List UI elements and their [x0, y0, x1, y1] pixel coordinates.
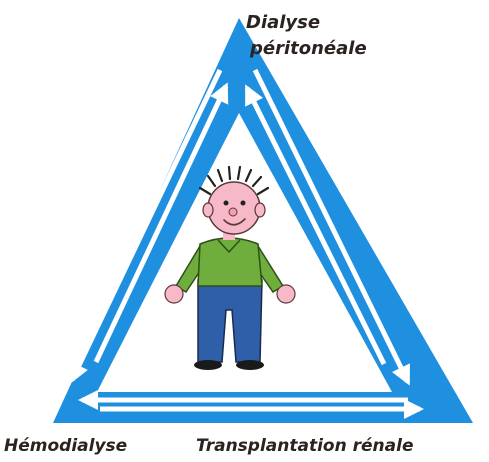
pants [198, 280, 262, 362]
left-hand [165, 285, 183, 303]
label-peritoneal-dialysis: Dialyse péritonéale [246, 10, 367, 62]
left-eye [224, 201, 229, 206]
label-hemodialysis: Hémodialyse [4, 438, 127, 455]
label-peritoneal-dialysis-line1: Dialyse [246, 10, 367, 36]
left-shoe [194, 360, 222, 370]
arrow-right-side-inner [247, 88, 384, 364]
label-kidney-transplant: Transplantation rénale [196, 438, 413, 455]
triangle-frame [53, 18, 473, 423]
left-ear [203, 203, 213, 217]
shirt [198, 238, 262, 286]
right-ear [255, 203, 265, 217]
arrow-right-side-outer [255, 70, 408, 382]
nose [229, 208, 237, 216]
right-eye [241, 201, 246, 206]
label-peritoneal-dialysis-line2: péritonéale [246, 36, 367, 62]
right-shoe [236, 360, 264, 370]
right-hand [277, 285, 295, 303]
